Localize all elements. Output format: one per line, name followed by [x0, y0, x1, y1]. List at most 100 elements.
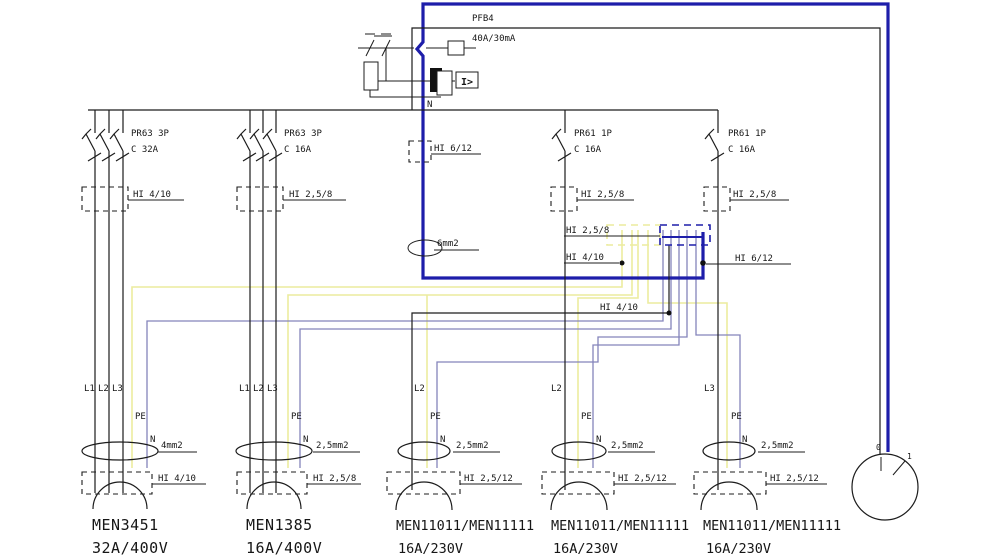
outlet-3-cable-ellipse [397, 441, 451, 461]
rcd-model-label: PFB4 [472, 14, 494, 24]
breaker-4-model: PR61 1P [728, 129, 767, 139]
outlet-3: L2 PE N 2,5mm2 HI 2,5/12 MEN11011/MEN111… [386, 384, 534, 555]
outlet-5-cable-ellipse [702, 441, 756, 461]
outlet-5: L3 PE N 2,5mm2 HI 2,5/12 MEN11011/MEN111… [693, 384, 841, 555]
outlet-5-phase-label: L3 [704, 384, 715, 394]
rcd-rating-label: 40A/30mA [472, 34, 516, 44]
breaker-2-cable-box [236, 186, 284, 212]
outlet-3-cable-box [386, 471, 461, 495]
outlet-1-pe-label: PE [135, 412, 146, 422]
breaker-2-pole-3 [262, 109, 283, 171]
breaker-3-cable-box [550, 186, 578, 212]
breaker-4: PR61 1P C 16A HI 2,5/8 [703, 129, 789, 212]
breaker-4-cable-box [703, 186, 731, 212]
breaker-3-cable-label: HI 2,5/8 [581, 190, 624, 200]
outlet-5-pe-label: PE [731, 412, 742, 422]
outlet-3-model: MEN11011/MEN11111 [396, 518, 534, 534]
breaker-2: PR63 3P C 16A HI 2,5/8 [236, 129, 346, 212]
phase-wires-outlet-2 [249, 170, 277, 493]
outlet-4-phase-label: L2 [551, 384, 562, 394]
outlet-4-n-label: N [596, 435, 601, 445]
outlet-1-l2-label: L2 [98, 384, 109, 394]
outlet-1-rating: 32A/400V [92, 539, 168, 555]
breaker-3: PR61 1P C 16A HI 2,5/8 [550, 129, 634, 212]
rcd-labels: PFB4 40A/30mA N [427, 14, 516, 110]
breaker-4-pole-1 [704, 109, 725, 171]
outlet-5-cable-label: HI 2,5/12 [770, 474, 819, 484]
outlet-4-size-label: 2,5mm2 [611, 441, 644, 451]
outlet-4-cable-box [541, 471, 615, 495]
outlet-1-model: MEN3451 [92, 516, 159, 534]
outlet-3-cable-label: HI 2,5/12 [464, 474, 513, 484]
rcd-switch-blades [365, 33, 392, 57]
outlet-1-cable-box [81, 471, 153, 495]
outlet-1-socket-arc [92, 481, 148, 510]
outlet-1-cable-label: HI 4/10 [158, 474, 196, 484]
rcd-test-button [447, 40, 465, 56]
breaker-2-pole-2 [249, 109, 270, 171]
breaker-2-cable-label: HI 2,5/8 [289, 190, 332, 200]
outlet-5-n-label: N [742, 435, 747, 445]
outlet-2-size-label: 2,5mm2 [316, 441, 349, 451]
riser-cable-label: HI 6/12 [434, 144, 472, 154]
pe-block-cable-label: HI 2,5/8 [566, 226, 609, 236]
outlet-4-rating: 16A/230V [553, 541, 618, 555]
outlet-4-cable-label: HI 2,5/12 [618, 474, 667, 484]
riser-marks: HI 6/12 6mm2 [407, 140, 481, 257]
breaker-2-curve: C 16A [284, 145, 312, 155]
breaker-1-pole-2 [95, 109, 116, 171]
riser-cable-box [408, 140, 432, 163]
breaker-1-pole-3 [109, 109, 130, 171]
outlet-1-cable-ellipse [81, 441, 159, 461]
rcd-neutral-label: N [427, 100, 432, 110]
rcd-relay-label: I> [461, 77, 473, 88]
phase-wires [94, 170, 719, 493]
rcd-coil [363, 61, 379, 91]
supply-feed-line [411, 27, 881, 454]
outlet-2-cable-box [236, 471, 308, 495]
neutral-bus-line [414, 2, 890, 452]
outlet-3-size-label: 2,5mm2 [456, 441, 489, 451]
terminal-blocks: HI 2,5/8 HI 4/10 HI 6/12 HI 4/10 [564, 224, 791, 313]
phase-wire-outlet-3 [411, 245, 670, 490]
rcd-relay-box [455, 71, 479, 89]
neutral-wires [146, 230, 741, 468]
rcd-toroid-frame [436, 70, 453, 96]
breaker-4-curve: C 16A [728, 145, 756, 155]
outlet-2-cable-label: HI 2,5/8 [313, 474, 356, 484]
outlet-3-n-label: N [440, 435, 445, 445]
n-wire-outlet-1 [146, 230, 664, 468]
pe-wire-outlet-1 [131, 230, 623, 468]
breaker-3-pole-1 [551, 109, 572, 171]
outlet-1: L1 L2 L3 PE N 4mm2 HI 4/10 MEN3451 32A/4… [81, 384, 206, 555]
outlet-2: L1 L2 L3 PE N 2,5mm2 HI 2,5/8 MEN1385 16… [235, 384, 361, 555]
outlet-4: L2 PE N 2,5mm2 HI 2,5/12 MEN11011/MEN111… [541, 384, 689, 555]
outlet-2-rating: 16A/400V [246, 539, 322, 555]
riser-size-label: 6mm2 [437, 239, 459, 249]
pe-wire-outlet-4 [577, 230, 639, 468]
outlet-3-pe-label: PE [430, 412, 441, 422]
rotary-switch-pos1-tick [892, 460, 906, 476]
outlet-2-l1-label: L1 [239, 384, 250, 394]
outlet-1-l3-label: L3 [112, 384, 123, 394]
breaker-1-curve: C 32A [131, 145, 159, 155]
breaker-1-cable-box [81, 186, 129, 212]
pe-wire-outlet-2 [287, 230, 633, 468]
breaker-1-model: PR63 3P [131, 129, 170, 139]
breaker-1-pole-1 [81, 109, 102, 171]
outlet-3-socket-arc [395, 481, 453, 511]
n-wire-outlet-3 [436, 230, 688, 468]
breaker-1: PR63 3P C 32A HI 4/10 [81, 129, 184, 212]
junction-dot-phase-link [666, 310, 672, 316]
outlet-3-phase-label: L2 [414, 384, 425, 394]
n-wire-outlet-4 [592, 230, 680, 468]
outlet-4-socket-arc [550, 481, 608, 511]
outlet-2-cable-ellipse [235, 441, 313, 461]
outlet-4-pe-label: PE [581, 412, 592, 422]
outlet-3-rating: 16A/230V [398, 541, 463, 555]
outlet-2-pe-label: PE [291, 412, 302, 422]
rcd-assembly: I> [358, 33, 479, 98]
outlet-5-rating: 16A/230V [706, 541, 771, 555]
outlet-2-l3-label: L3 [267, 384, 278, 394]
